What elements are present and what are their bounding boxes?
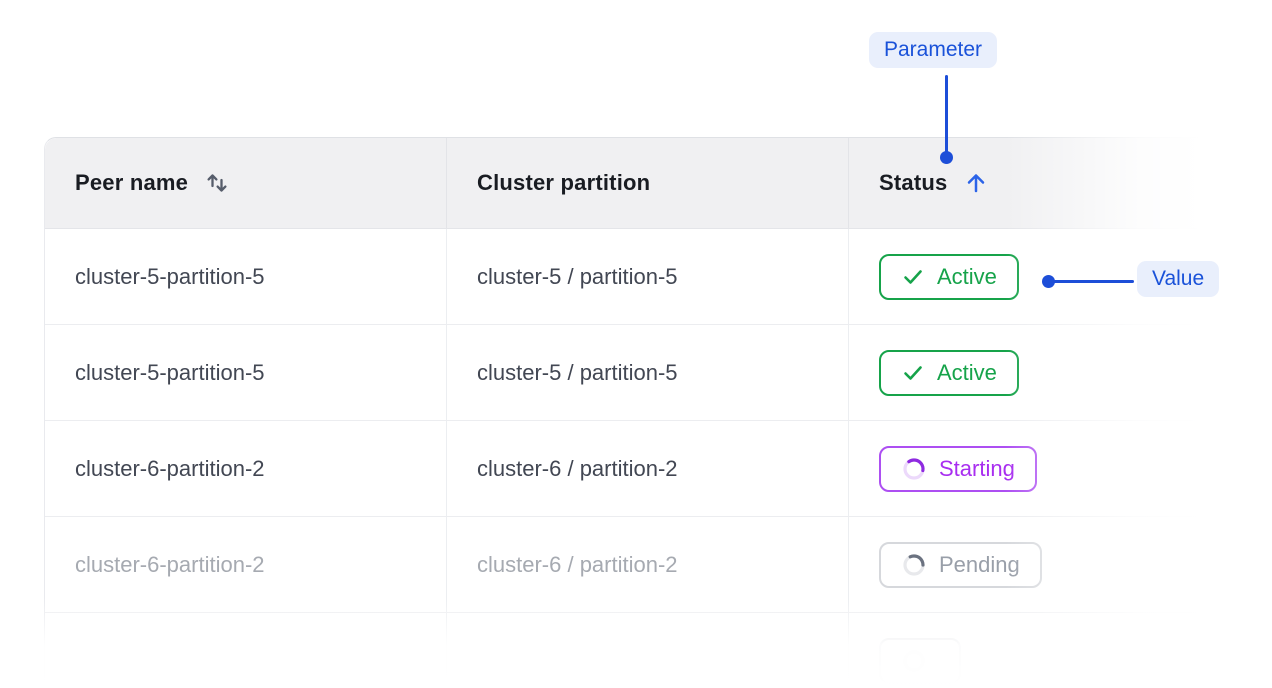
value-connector-line [1048,280,1134,283]
column-label-cluster-partition: Cluster partition [477,170,651,195]
cell-cluster-partition: cluster-5 / partition-5 [447,229,849,324]
table-row: cluster-5-partition-5 cluster-5 / partit… [45,325,1224,421]
status-badge-active: Active [879,253,1019,300]
status-badge-pending: Pending [879,541,1042,588]
cell-cluster-partition: cluster-6 / partition-2 [447,517,849,612]
sort-arrows-icon[interactable] [204,170,230,196]
column-header-cluster-partition[interactable]: Cluster partition [447,138,849,228]
status-badge-active: Active [879,349,1019,396]
table-header-row: Peer name Cluster partition Status [45,138,1224,229]
parameter-connector-dot [940,151,953,164]
column-header-peer-name[interactable]: Peer name [45,138,447,228]
arrow-up-icon[interactable] [963,170,989,196]
status-badge-label: Active [937,359,997,385]
status-badge-label: Starting [939,455,1015,481]
spinner-icon [901,552,927,578]
status-badge-label: Pending [939,551,1020,577]
cell-peer-name: cluster-5-partition-5 [45,325,447,420]
column-label-status: Status [879,170,948,195]
peers-table: Peer name Cluster partition Status [44,137,1224,688]
cell-status [849,613,1224,688]
table-row: cluster-6-partition-2 cluster-6 / partit… [45,517,1224,613]
spinner-icon [901,648,927,674]
status-badge-pending [879,638,961,684]
cell-cluster-partition: cluster-6 / partition-2 [447,421,849,516]
cell-peer-name: cluster-6-partition-2 [45,517,447,612]
cell-peer-name [45,613,447,688]
cell-peer-name: cluster-5-partition-5 [45,229,447,324]
parameter-annotation-pill: Parameter [869,32,998,69]
column-label-peer-name: Peer name [75,170,189,195]
status-badge-starting: Starting [879,445,1037,492]
table-row [45,613,1224,688]
check-icon [901,361,925,385]
cell-status: Pending [849,517,1224,612]
cell-status: Active [849,325,1224,420]
cell-peer-name: cluster-6-partition-2 [45,421,447,516]
column-header-status[interactable]: Status [849,138,1224,228]
cell-status: Starting [849,421,1224,516]
table-row: cluster-6-partition-2 cluster-6 / partit… [45,421,1224,517]
check-icon [901,265,925,289]
value-annotation-pill: Value [1137,261,1220,298]
cell-cluster-partition [447,613,849,688]
status-badge-label: Active [937,263,997,289]
cell-cluster-partition: cluster-5 / partition-5 [447,325,849,420]
parameter-connector-line [945,75,948,153]
spinner-icon [901,456,927,482]
